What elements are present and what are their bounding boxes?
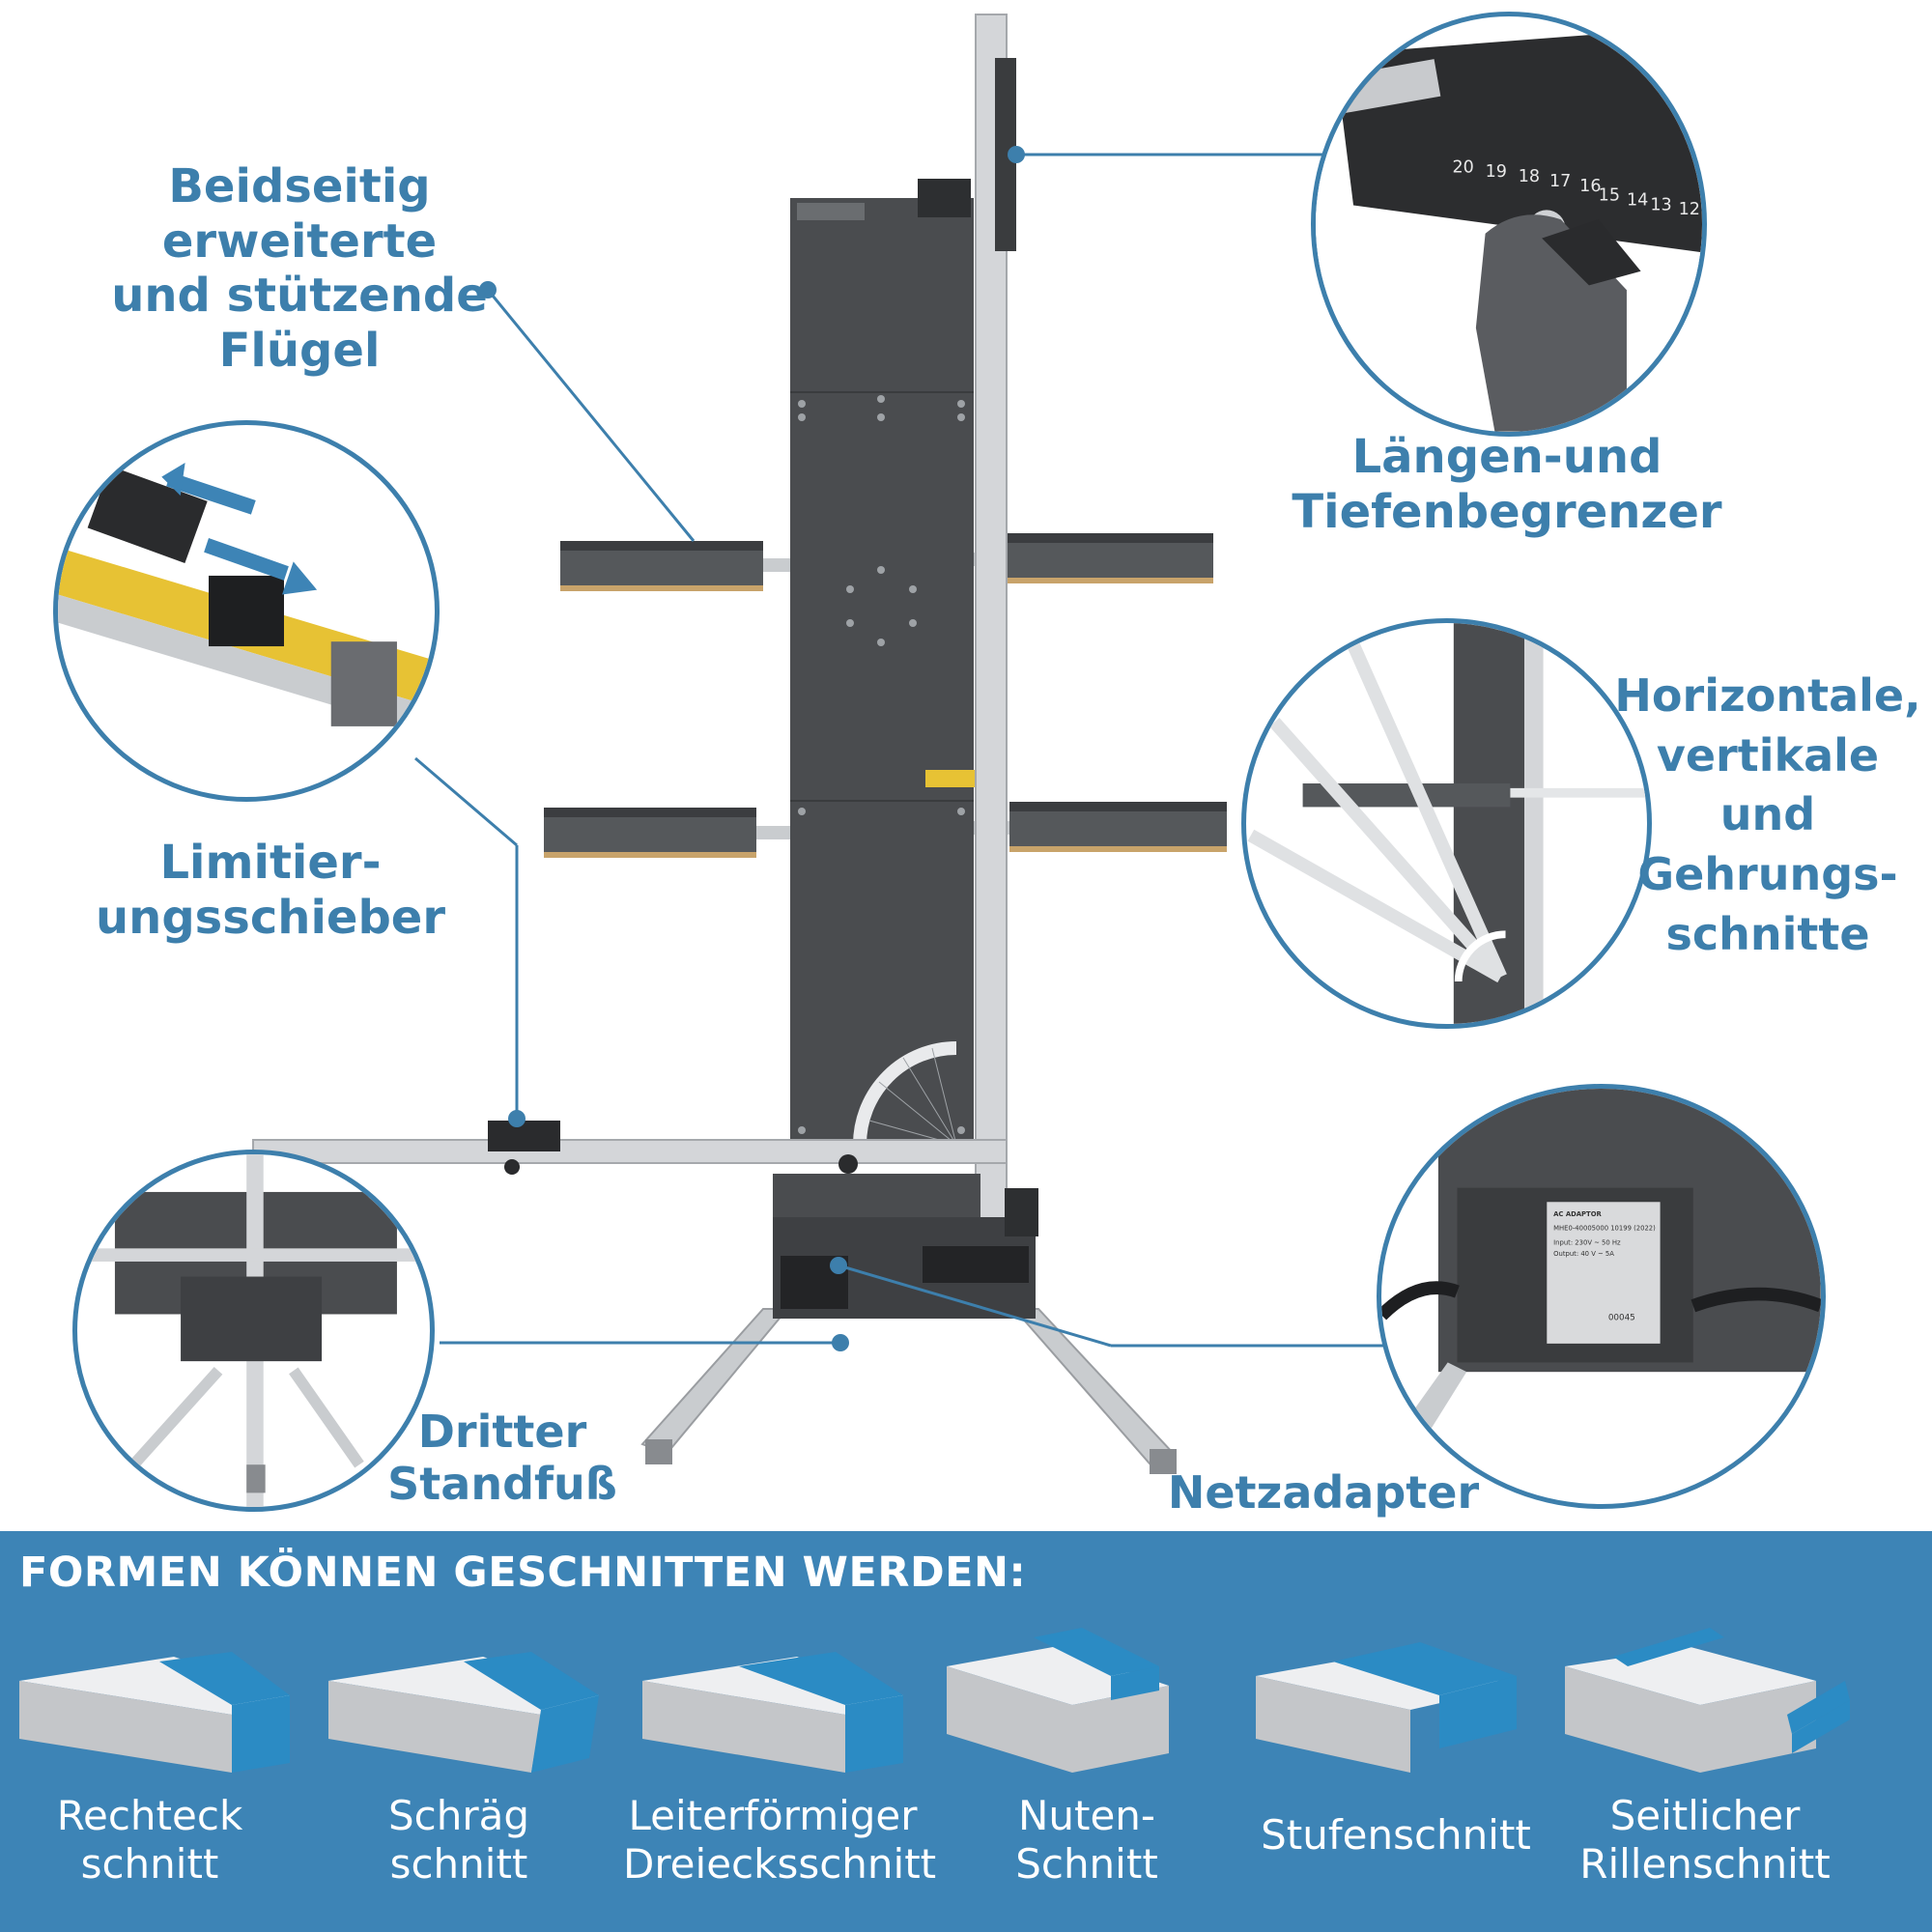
label-power-adapter: Netzadapter xyxy=(1145,1466,1502,1519)
limiter-slider[interactable] xyxy=(488,1121,560,1151)
shape-leiter: Leiterförmiger Dreiecksschnitt xyxy=(623,1628,937,1918)
caption-line: Rechteck xyxy=(56,1792,243,1839)
shape-rillen: Seitlicher Rillenschnitt xyxy=(1555,1628,1855,1918)
label-wings-line: Beidseitig erweiterte xyxy=(161,159,438,269)
rectangle-cut-icon xyxy=(19,1652,290,1773)
groove-cut-icon xyxy=(947,1628,1169,1773)
detail-third-foot xyxy=(72,1150,435,1512)
caption-line: Stufenschnitt xyxy=(1261,1811,1531,1859)
caption-line: Leiterförmiger xyxy=(628,1792,918,1839)
ruler-number: 16 xyxy=(1579,177,1601,196)
adapter-input: Input: 230V ~ 50 Hz xyxy=(1553,1238,1621,1246)
label-wings-line: und stützende Flügel xyxy=(111,269,488,378)
foam-cutter-illustration xyxy=(252,14,1227,1474)
adapter-code: 00045 xyxy=(1608,1313,1635,1322)
label-cut-types-line: schnitte xyxy=(1665,907,1870,960)
label-cut-types-line: und xyxy=(1719,788,1816,841)
shape-nuten-caption: Nuten- Schnitt xyxy=(937,1792,1236,1889)
shapes-banner: FORMEN KÖNNEN GESCHNITTEN WERDEN: Rechte… xyxy=(0,1531,1932,1932)
shape-nuten: Nuten- Schnitt xyxy=(937,1628,1236,1918)
caption-line: Schnitt xyxy=(1015,1840,1158,1889)
shape-rillen-caption: Seitlicher Rillenschnitt xyxy=(1555,1792,1855,1889)
label-length-depth-line: Längen-und xyxy=(1351,430,1662,484)
label-wings: Beidseitig erweiterte und stützende Flüg… xyxy=(29,159,570,379)
caption-line: Rillenschnitt xyxy=(1579,1840,1831,1889)
label-third-foot-line: Dritter xyxy=(417,1406,587,1458)
label-limiter: Limitier- ungsschieber xyxy=(87,836,454,945)
ruler-number: 13 xyxy=(1650,195,1671,214)
shape-schraeg-caption: Schräg schnitt xyxy=(309,1792,609,1889)
caption-line: Nuten- xyxy=(1017,1792,1156,1839)
triangle-cut-icon xyxy=(642,1652,903,1773)
bevel-cut-icon xyxy=(328,1652,599,1773)
label-cut-types-line: Horizontale, xyxy=(1614,669,1921,722)
cutting-board xyxy=(790,198,974,1150)
caption-line: schnitt xyxy=(389,1840,528,1889)
adapter-model: MHE0-40005000 10199 (2022) xyxy=(1553,1225,1656,1233)
step-cut-icon xyxy=(1256,1642,1517,1773)
ruler-number: 12 xyxy=(1679,200,1700,219)
label-limiter-line: ungsschieber xyxy=(95,890,446,945)
ruler-number: 14 xyxy=(1627,190,1648,210)
adapter-title: AC ADAPTOR xyxy=(1553,1210,1602,1218)
shape-stufen-caption: Stufenschnitt xyxy=(1246,1811,1546,1860)
shape-rechteck-caption: Rechteck schnitt xyxy=(0,1792,299,1889)
label-length-depth-line: Tiefenbegrenzer xyxy=(1292,484,1722,539)
ruler-number: 18 xyxy=(1519,167,1540,186)
label-length-depth-limiter: Längen-und Tiefenbegrenzer xyxy=(1290,430,1724,539)
label-cut-types-line: vertikale xyxy=(1656,728,1880,781)
label-cut-types-line: Gehrungs- xyxy=(1637,847,1898,900)
label-third-foot: Dritter Standfuß xyxy=(372,1406,633,1511)
adapter-output: Output: 40 V ~ 5A xyxy=(1553,1250,1614,1258)
ruler-number: 20 xyxy=(1452,157,1473,177)
caption-line: Seitlicher xyxy=(1609,1792,1801,1839)
label-cut-types: Horizontale, vertikale und Gehrungs- sch… xyxy=(1604,667,1932,964)
shape-rechteck: Rechteck schnitt xyxy=(0,1628,299,1918)
ruler-number: 19 xyxy=(1486,162,1507,182)
ruler-number: 17 xyxy=(1549,172,1571,191)
machine-legs xyxy=(640,1308,1177,1474)
detail-power-adapter: AC ADAPTOR MHE0-40005000 10199 (2022) In… xyxy=(1377,1084,1826,1509)
side-groove-cut-icon xyxy=(1565,1628,1850,1773)
caption-line: Dreiecksschnitt xyxy=(623,1840,937,1889)
label-third-foot-line: Standfuß xyxy=(387,1458,617,1511)
caption-line: Schräg xyxy=(387,1792,530,1839)
detail-length-depth-limiter: 20 19 18 17 16 15 14 13 12 xyxy=(1311,12,1707,437)
horizontal-guide-rail xyxy=(252,1139,1008,1164)
banner-title: FORMEN KÖNNEN GESCHNITTEN WERDEN: xyxy=(19,1548,1027,1597)
detail-limiter-slider xyxy=(53,420,440,802)
label-limiter-line: Limitier- xyxy=(159,836,382,890)
board-screws xyxy=(798,395,965,1134)
shape-leiter-caption: Leiterförmiger Dreiecksschnitt xyxy=(623,1792,937,1889)
caption-line: schnitt xyxy=(80,1840,219,1889)
detail-cut-angles xyxy=(1241,618,1652,1029)
ruler-number: 15 xyxy=(1599,186,1620,206)
shape-schraeg: Schräg schnitt xyxy=(309,1628,609,1918)
label-power-adapter-line: Netzadapter xyxy=(1167,1466,1480,1519)
shape-stufen: Stufenschnitt xyxy=(1246,1628,1546,1918)
